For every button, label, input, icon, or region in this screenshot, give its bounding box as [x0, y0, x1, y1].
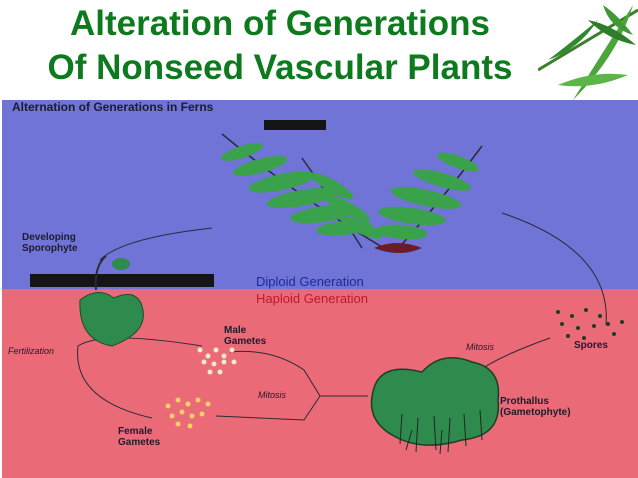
- female-gametes-line-1: Female: [118, 426, 153, 437]
- life-cycle-drawing: [30, 120, 624, 455]
- male-gametes-line-1: Male: [224, 325, 247, 336]
- slide-title-line-1: Alteration of Generations: [69, 4, 491, 43]
- diploid-generation-label: Diploid Generation: [256, 274, 364, 289]
- male-gamete-dots-icon: [197, 347, 237, 375]
- prothallus-line-2: (Gametophyte): [500, 407, 571, 418]
- prothallus-gametophyte-icon: [370, 357, 500, 455]
- fertilization-label: Fertilization: [8, 346, 55, 356]
- spores-label: Spores: [574, 340, 608, 351]
- arrow-fern-to-spores: [501, 212, 607, 326]
- haploid-generation-label: Haploid Generation: [256, 291, 369, 306]
- arrow-sporophyte-to-fern: [99, 227, 213, 261]
- bamboo-leaves-icon: [538, 5, 638, 100]
- developing-sporophyte-line-2: Sporophyte: [22, 243, 78, 254]
- redaction-bar-top: [264, 120, 326, 130]
- spore-dots-icon: [556, 308, 624, 340]
- mitosis-gametes-label: Mitosis: [258, 390, 287, 400]
- slide-title-line-2: Of Nonseed Vascular Plants: [47, 48, 513, 87]
- prothallus-label: Prothallus (Gametophyte): [500, 396, 571, 418]
- female-gametes-line-2: Gametes: [118, 437, 161, 448]
- male-gametes-label: Male Gametes: [224, 325, 266, 347]
- prothallus-line-1: Prothallus: [500, 396, 549, 407]
- female-gametes-label: Female Gametes: [118, 426, 160, 448]
- fern-life-cycle-diagram: Alternation of Generations in Ferns Dipl…: [2, 100, 638, 478]
- developing-sporophyte-label: Developing Sporophyte: [22, 232, 78, 254]
- arrow-prothallus-to-female: [215, 395, 321, 421]
- arrow-fertilization-loop: [77, 337, 203, 419]
- male-gametes-line-2: Gametes: [224, 336, 267, 347]
- diagram-heading: Alternation of Generations in Ferns: [12, 100, 214, 114]
- fern-plant-icon: [220, 133, 483, 253]
- mitosis-spores-label: Mitosis: [466, 342, 495, 352]
- female-gamete-dots-icon: [165, 397, 211, 429]
- developing-sporophyte-icon: [79, 255, 144, 347]
- developing-sporophyte-line-1: Developing: [22, 232, 76, 243]
- redaction-bar-left: [30, 274, 214, 287]
- arrow-prothallus-to-male: [229, 350, 368, 397]
